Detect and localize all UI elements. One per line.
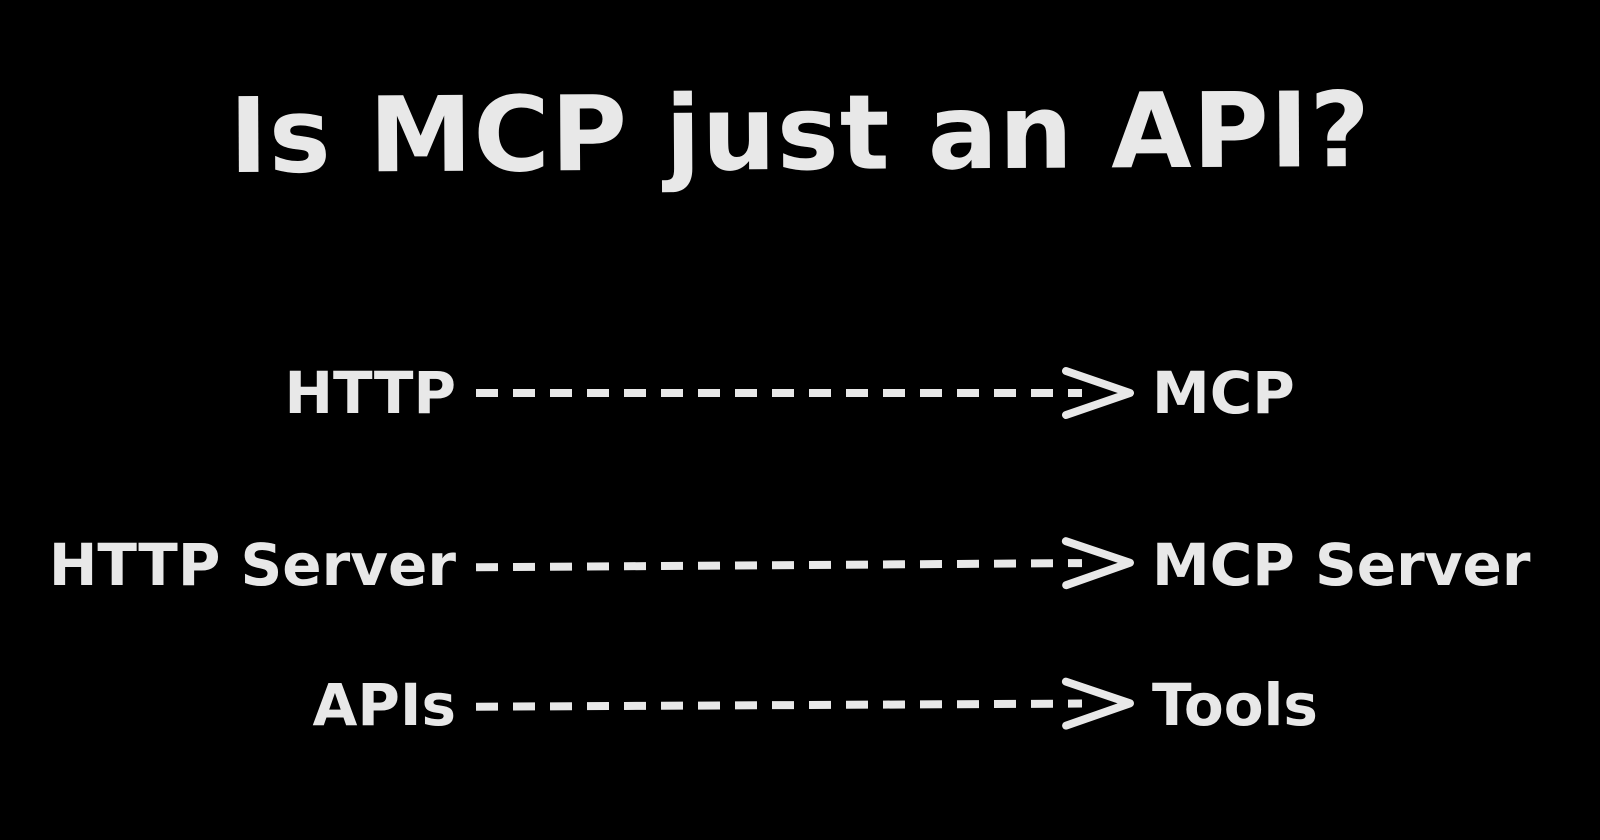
mapping-row-apis-tools: APIs Tools: [0, 660, 1600, 750]
row-left-label: HTTP: [284, 359, 456, 427]
row-left-label: HTTP Server: [48, 531, 456, 599]
mapping-row-httpserver-mcpserver: HTTP Server MCP Server: [0, 520, 1600, 610]
row-right-label: MCP Server: [1152, 531, 1531, 599]
diagram-title: Is MCP just an API?: [228, 69, 1372, 197]
row-left-label: APIs: [312, 671, 457, 739]
dashed-arrow: [470, 671, 1142, 739]
dashed-arrow: [470, 531, 1142, 600]
dashed-arrow-graphic: [476, 367, 1134, 419]
row-right-label: MCP: [1152, 359, 1295, 427]
dashed-arrow: [470, 361, 1142, 425]
dashed-arrow-graphic: [475, 677, 1134, 730]
dashed-arrow-graphic: [475, 537, 1134, 590]
row-right-label: Tools: [1152, 671, 1318, 739]
mapping-row-http-mcp: HTTP MCP: [0, 348, 1600, 438]
